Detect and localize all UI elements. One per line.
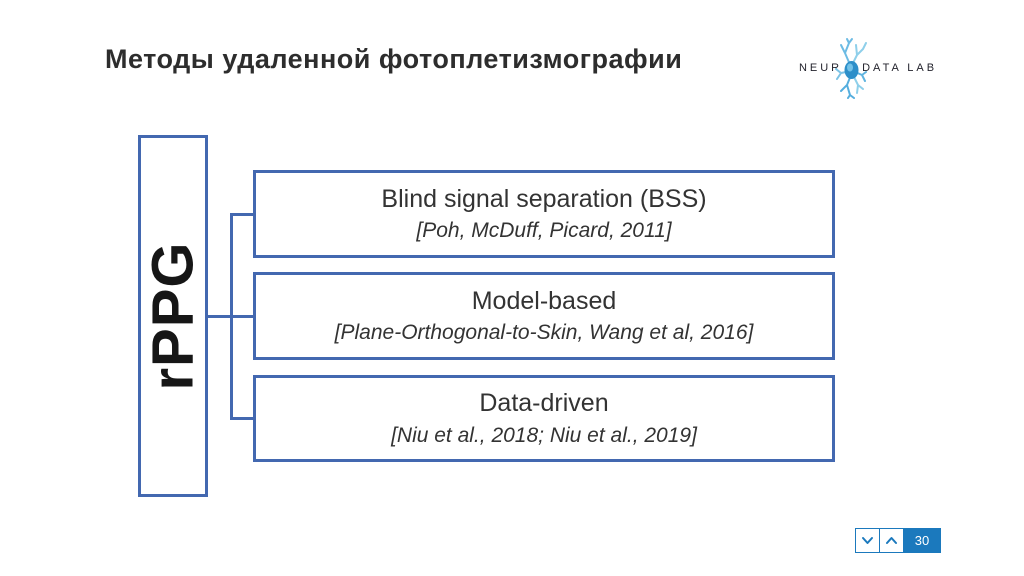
slide-page-number: 30 [903, 528, 941, 553]
method-box-data-driven: Data-driven [Niu et al., 2018; Niu et al… [253, 375, 835, 462]
neuron-icon [835, 37, 868, 99]
method-citation: [Poh, McDuff, Picard, 2011] [416, 219, 672, 243]
pager-controls: 30 [855, 528, 941, 553]
chevron-up-icon [885, 533, 898, 548]
rppg-root-box: rPPG [138, 135, 208, 497]
connector-bottom-stub [230, 417, 253, 420]
slide-title: Методы удаленной фотоплетизмографии [105, 44, 683, 74]
method-title: Model-based [471, 286, 617, 315]
previous-slide-button[interactable] [855, 528, 880, 553]
chevron-down-icon [861, 533, 874, 548]
connector-root-line [206, 315, 253, 318]
logo-text-left: NEUR [798, 62, 843, 74]
next-slide-button[interactable] [879, 528, 904, 553]
connector-top-stub [230, 213, 253, 216]
method-title: Data-driven [479, 389, 609, 418]
method-title: Blind signal separation (BSS) [381, 184, 707, 213]
method-box-bss: Blind signal separation (BSS) [Poh, McDu… [253, 170, 835, 258]
method-box-model-based: Model-based [Plane-Orthogonal-to-Skin, W… [253, 272, 835, 360]
rppg-root-label: rPPG [140, 241, 206, 391]
method-citation: [Plane-Orthogonal-to-Skin, Wang et al, 2… [334, 321, 754, 345]
connector-bracket-line [230, 213, 233, 420]
neurodata-lab-logo: NEUR DATA LAB [799, 36, 934, 100]
logo-text-right: DATA LAB [862, 62, 938, 74]
method-citation: [Niu et al., 2018; Niu et al., 2019] [391, 423, 697, 447]
